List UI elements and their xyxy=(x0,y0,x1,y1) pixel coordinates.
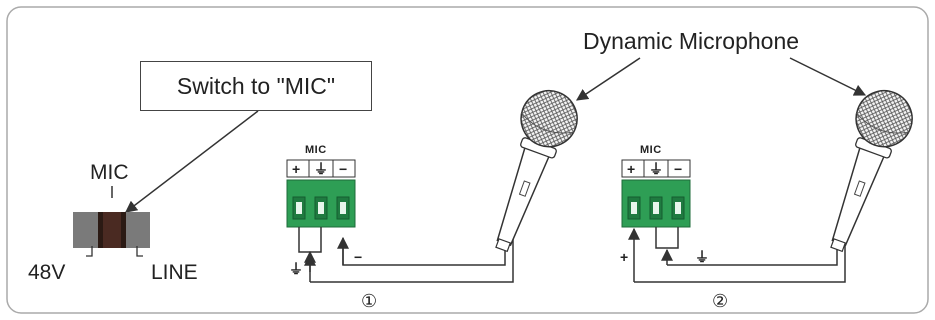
wire-1-ground-symbol: ⏚ xyxy=(289,261,303,277)
diagram-title: Dynamic Microphone xyxy=(583,28,800,54)
mic-line-switch xyxy=(73,186,150,257)
callout-text: Switch to "MIC" xyxy=(176,72,336,99)
terminal-1-label: MIC xyxy=(305,144,327,156)
caption-2: ② xyxy=(712,291,729,311)
terminal-1-pin-plus: + xyxy=(292,161,301,177)
title-arrow-left xyxy=(576,57,641,101)
terminal-1-pin-minus: − xyxy=(339,161,348,177)
terminal-2-pin-ground: ⏚ xyxy=(649,161,663,177)
wire-2-ground-symbol: ⏚ xyxy=(695,249,709,265)
title-arrow-right xyxy=(789,57,867,96)
terminal-block-2 xyxy=(621,159,691,228)
terminal-block-1 xyxy=(286,159,356,228)
dynamic-microphone-1 xyxy=(495,89,578,253)
switch-label-line: LINE xyxy=(151,261,198,284)
dynamic-microphone-2 xyxy=(830,89,913,253)
switch-label-mic: MIC xyxy=(90,161,129,184)
caption-1: ① xyxy=(361,291,378,311)
callout-arrow xyxy=(125,110,259,213)
wire-1-minus-symbol: − xyxy=(354,249,363,265)
terminal-1-pin-ground: ⏚ xyxy=(314,161,328,177)
wire-2-plus-symbol: + xyxy=(620,249,629,265)
switch-callout: Switch to "MIC" xyxy=(140,61,372,111)
wiring-2 xyxy=(628,227,846,283)
terminal-2-label: MIC xyxy=(640,144,662,156)
terminal-2-pin-plus: + xyxy=(627,161,636,177)
terminal-2-pin-minus: − xyxy=(674,161,683,177)
switch-label-48v: 48V xyxy=(28,261,66,284)
